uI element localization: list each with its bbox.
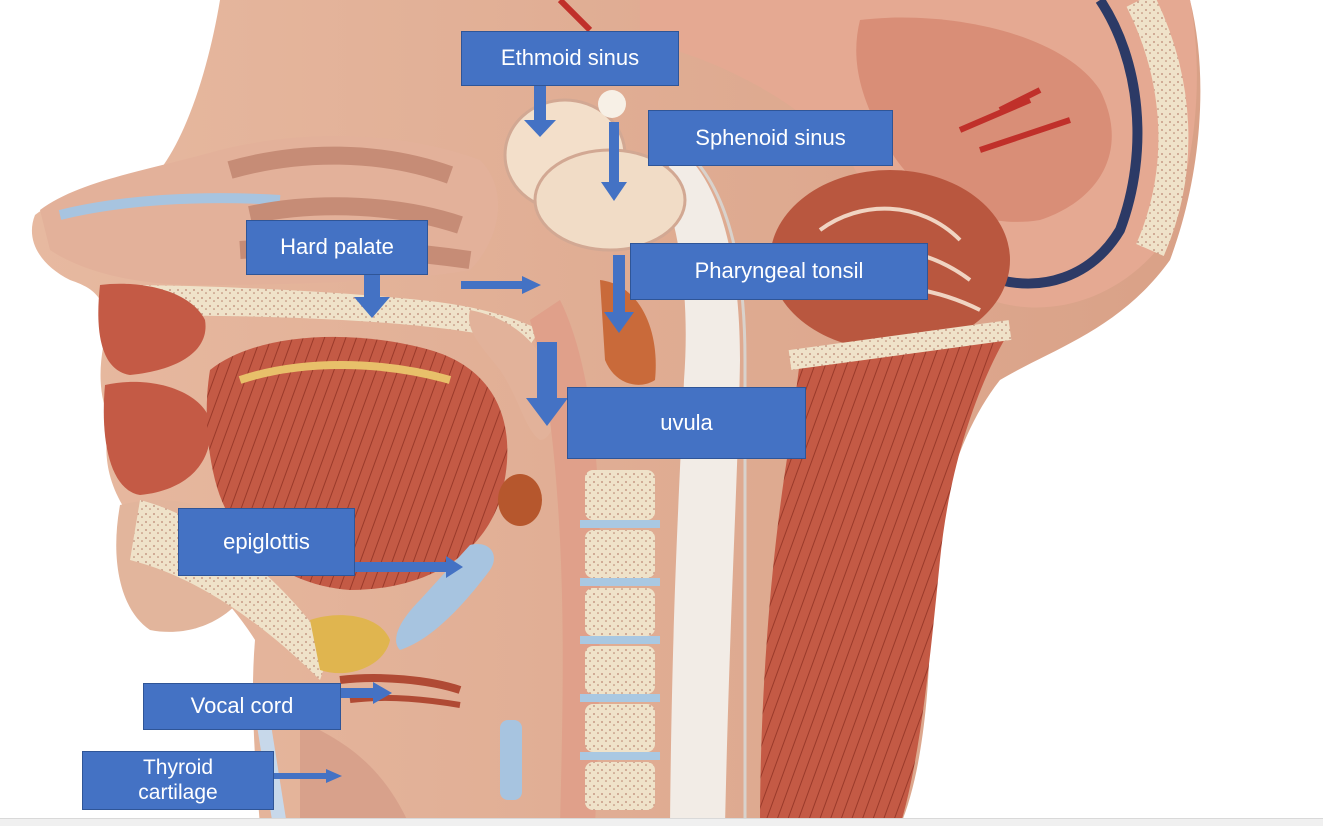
epiglottis-label-text: epiglottis — [223, 528, 310, 554]
vocal-cord-label: Vocal cord — [143, 683, 341, 730]
thyroid-cartilage-label: Thyroid cartilage — [82, 751, 274, 810]
uvula-label: uvula — [567, 387, 806, 459]
pharyngeal-tonsil-label: Pharyngeal tonsil — [630, 243, 928, 300]
bottom-divider — [0, 818, 1323, 826]
vocal-cord-label-text: Vocal cord — [190, 693, 294, 719]
ethmoid-sinus-label-text: Ethmoid sinus — [500, 45, 640, 71]
ethmoid-sinus-label: Ethmoid sinus — [461, 31, 679, 86]
pharyngeal-tonsil-label-text: Pharyngeal tonsil — [694, 258, 864, 284]
epiglottis-label: epiglottis — [178, 508, 355, 576]
uvula-label-text: uvula — [660, 409, 713, 435]
sphenoid-sinus-label: Sphenoid sinus — [648, 110, 893, 166]
hard-palate-label-text: Hard palate — [280, 234, 394, 260]
sphenoid-sinus-label-text: Sphenoid sinus — [695, 124, 846, 150]
hard-palate-label: Hard palate — [246, 220, 428, 275]
thyroid-cartilage-label-text: Thyroid cartilage — [138, 756, 218, 804]
